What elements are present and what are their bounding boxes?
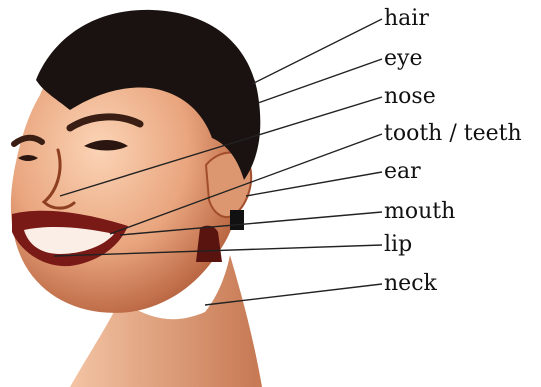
label-nose: nose — [384, 85, 436, 109]
label-ear: ear — [384, 160, 421, 184]
label-eye: eye — [384, 47, 422, 71]
leader-line-ear — [246, 172, 382, 196]
leader-line-eye — [258, 59, 382, 103]
label-neck: neck — [384, 272, 437, 296]
ear-marker — [230, 210, 244, 230]
label-tooth-teeth: tooth / teeth — [384, 122, 522, 146]
label-mouth: mouth — [384, 200, 455, 224]
leader-line-hair — [252, 19, 382, 84]
label-lip: lip — [384, 233, 412, 257]
label-hair: hair — [384, 7, 429, 31]
